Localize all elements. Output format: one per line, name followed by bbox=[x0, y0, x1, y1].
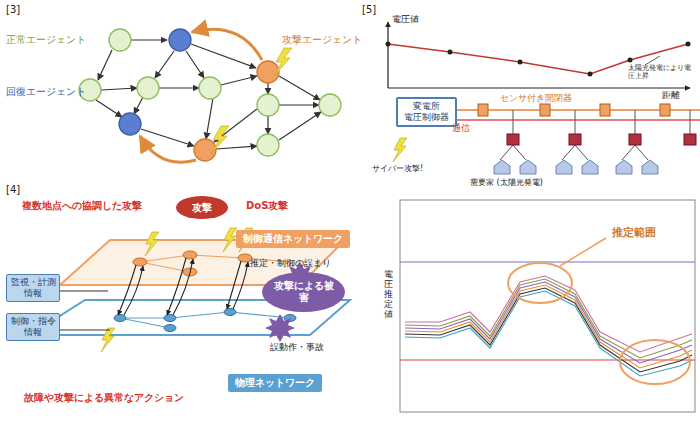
distribution-feeder bbox=[393, 104, 700, 174]
node-text: 制御通信ネットワーク bbox=[242, 233, 344, 245]
node-text: 監視・計測情報 bbox=[10, 277, 56, 299]
annotation-label: 需要家 (太陽光発電) bbox=[470, 178, 543, 188]
annotation-label: センサ付き開閉器 bbox=[500, 93, 572, 104]
axis-label: 電圧推定値 bbox=[384, 270, 393, 319]
attack-ellipse: 攻撃 bbox=[176, 196, 228, 219]
network-layers bbox=[30, 228, 350, 352]
annotation-label: 推定範囲 bbox=[610, 226, 658, 239]
annotation-label: [4] bbox=[6, 184, 20, 196]
control-network-band: 制御通信ネットワーク bbox=[236, 230, 350, 248]
annotation-label: 電圧値 bbox=[392, 14, 419, 25]
annotation-label: 正常エージェント bbox=[6, 34, 86, 46]
node-text: 攻撃による被害 bbox=[270, 280, 337, 304]
node-text: 変電所 bbox=[403, 101, 450, 112]
annotation-label: [3] bbox=[6, 4, 20, 16]
damage-ellipse: 攻撃による被害 bbox=[262, 272, 345, 312]
lightning-bolts bbox=[211, 48, 292, 154]
estimate-chart bbox=[400, 200, 695, 412]
node-text: 物理ネットワーク bbox=[234, 377, 316, 389]
monitor-info-box: 監視・計測情報 bbox=[6, 274, 60, 302]
command-info-box: 制御・指令情報 bbox=[6, 313, 60, 341]
annotation-label: [5] bbox=[362, 4, 376, 16]
annotation-label: 回復エージェント bbox=[6, 86, 86, 98]
annotation-label: 故障や攻撃による異常なアクション bbox=[24, 392, 184, 404]
annotation-label: 誤動作・事故 bbox=[270, 342, 324, 353]
node-text: 電圧制御器 bbox=[403, 112, 450, 123]
agent-graph bbox=[96, 40, 321, 149]
annotation-label: サイバー攻撃! bbox=[372, 164, 423, 174]
attack-arcs bbox=[140, 29, 262, 162]
agent-circles bbox=[79, 29, 341, 161]
annotation-label: 距離 bbox=[662, 90, 680, 101]
substation-box: 変電所電圧制御器 bbox=[396, 97, 457, 127]
physical-network-band: 物理ネットワーク bbox=[228, 374, 322, 392]
annotation-label: 推定・制御の誤まり bbox=[250, 258, 331, 269]
annotation-label: DoS攻撃 bbox=[246, 200, 288, 212]
annotation-label: 攻撃エージェント bbox=[282, 34, 362, 46]
annotation-label: 太陽光発電により電圧上昇 bbox=[628, 64, 692, 81]
annotation-label: 通信 bbox=[452, 123, 470, 134]
annotation-label: 複数地点への協調した攻撃 bbox=[22, 200, 142, 212]
node-text: 制御・指令情報 bbox=[10, 316, 56, 338]
node-text: 攻撃 bbox=[188, 202, 216, 214]
